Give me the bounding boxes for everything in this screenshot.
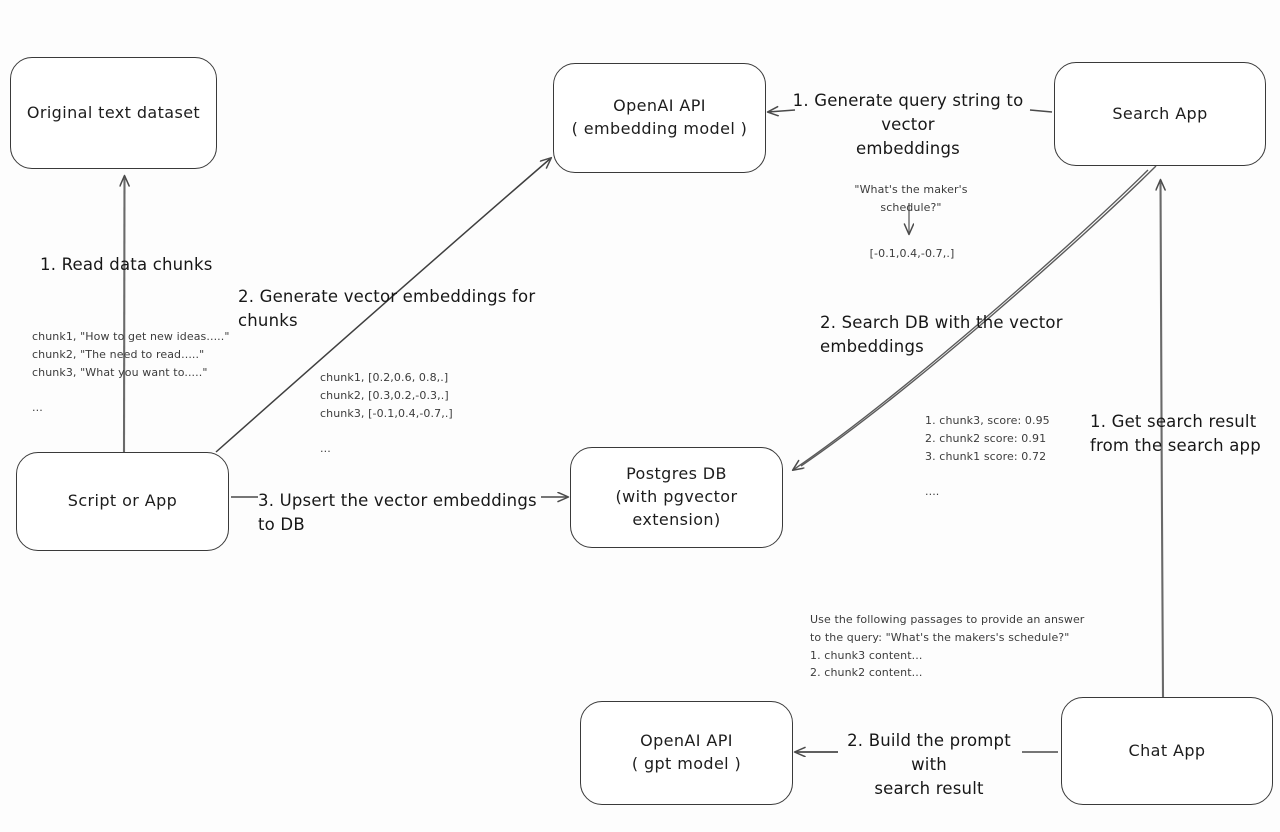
node-label: Search App: [1112, 103, 1208, 123]
note-text-chunks: chunk1, "How to get new ideas....." chun…: [32, 330, 230, 415]
edge-label-get-search-result: 1. Get search result from the search app: [1090, 412, 1261, 455]
note-prompt-template: Use the following passages to provide an…: [810, 613, 1085, 680]
edge-label-build-prompt: 2. Build the prompt with search result: [847, 731, 1011, 798]
node-chat-app[interactable]: Chat App: [1061, 697, 1273, 805]
node-label: OpenAI API: [640, 731, 733, 751]
edge-label-read-data-chunks: 1. Read data chunks: [40, 255, 213, 274]
connector-search-app-to-openai-embedding: [768, 110, 1053, 112]
node-script-or-app[interactable]: Script or App: [16, 452, 229, 551]
node-sublabel: (with pgvector extension): [615, 487, 738, 529]
node-label: Original text dataset: [26, 102, 201, 122]
edge-label-generate-query-string: 1. Generate query string to vector embed…: [792, 91, 1024, 158]
edge-label-generate-vector-embeddings: 2. Generate vector embeddings for chunks: [238, 287, 536, 330]
node-sublabel: ( gpt model ): [631, 754, 742, 773]
node-label: OpenAI API: [613, 96, 706, 116]
node-openai-api-embedding-model[interactable]: OpenAI API ( embedding model ): [553, 63, 766, 173]
node-search-app[interactable]: Search App: [1054, 62, 1266, 166]
connector-script-to-openai-embedding: [215, 158, 551, 453]
connector-script-to-dataset: [124, 176, 125, 453]
node-openai-api-gpt-model[interactable]: OpenAI API ( gpt model ): [580, 701, 793, 805]
edge-label-upsert-vector-embeddings: 3. Upsert the vector embeddings to DB: [258, 491, 537, 534]
node-label: Script or App: [67, 491, 178, 511]
connector-search-app-to-postgres: [793, 165, 1157, 470]
node-label: Postgres DB: [626, 464, 727, 484]
node-sublabel: ( embedding model ): [571, 119, 748, 138]
note-query-string: "What's the maker's schedule?": [854, 183, 968, 214]
node-label: Chat App: [1128, 740, 1206, 760]
node-postgres-db[interactable]: Postgres DB (with pgvector extension): [570, 447, 783, 548]
node-original-text-dataset[interactable]: Original text dataset: [10, 57, 217, 169]
edge-label-search-db: 2. Search DB with the vector embeddings: [820, 313, 1063, 356]
note-search-result-scores: 1. chunk3, score: 0.95 2. chunk2 score: …: [925, 414, 1050, 499]
note-query-vector-embedding: [-0.1,0.4,-0.7,.]: [869, 247, 955, 260]
note-chunk-vector-embeddings: chunk1, [0.2,0.6, 0.8,.] chunk2, [0.3,0.…: [320, 371, 453, 456]
connector-chat-app-to-search-app: [1161, 180, 1164, 698]
